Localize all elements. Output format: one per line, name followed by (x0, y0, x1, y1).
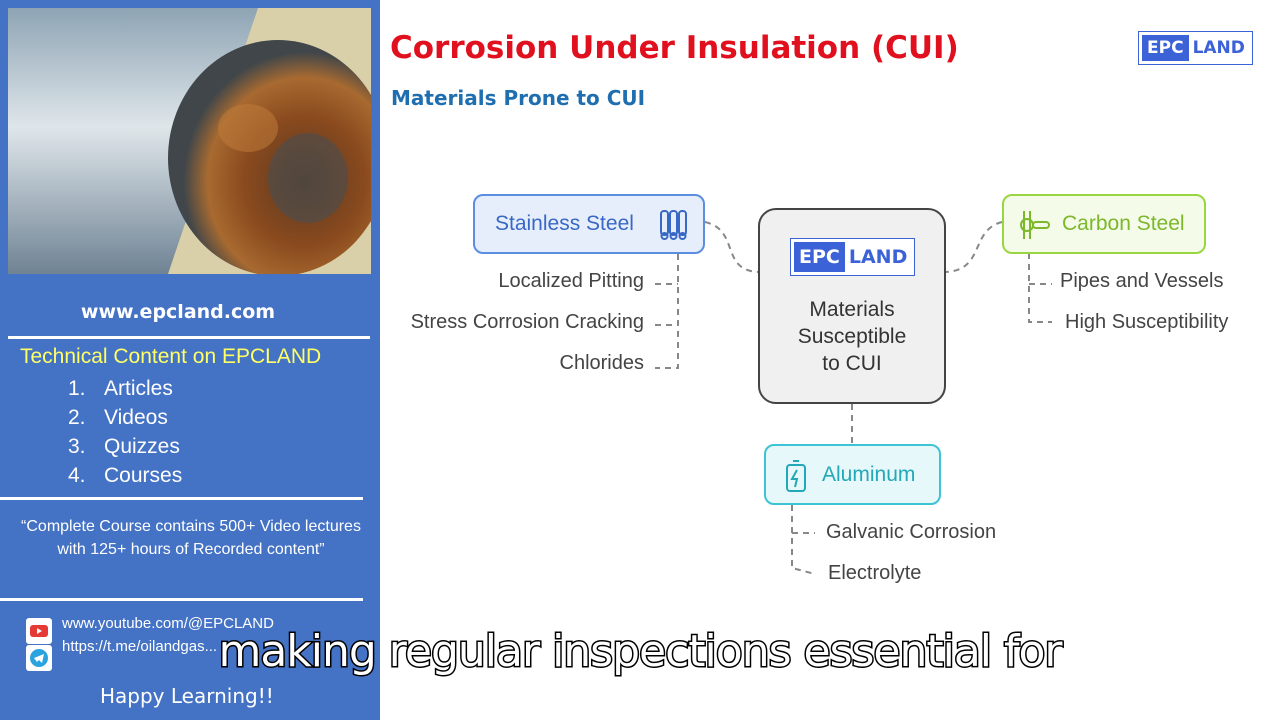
stainless-steel-node: Stainless Steel (473, 194, 705, 254)
youtube-link[interactable]: www.youtube.com/@EPCLAND (62, 615, 274, 632)
stainless-item: Chlorides (559, 352, 644, 374)
pipes-icon (657, 208, 691, 248)
carbon-item: High Susceptibility (1065, 311, 1229, 333)
telegram-icon[interactable] (26, 645, 52, 671)
list-item: 1.Articles (68, 377, 173, 400)
aluminum-item: Galvanic Corrosion (826, 521, 997, 543)
video-caption: making regular inspections essential for (217, 625, 1064, 679)
happy-learning-text: Happy Learning!! (100, 684, 274, 708)
aluminum-label: Aluminum (822, 462, 916, 486)
list-item: 2.Videos (68, 406, 168, 429)
divider (0, 497, 363, 500)
carbon-steel-node: Carbon Steel (1002, 194, 1206, 254)
carbon-item: Pipes and Vessels (1060, 270, 1224, 292)
center-label: Materials Susceptible to CUI (797, 298, 907, 375)
content-list: 1.Articles 2.Videos 3.Quizzes 4.Courses (68, 374, 182, 490)
telegram-link[interactable]: https://t.me/oilandgas... (62, 638, 218, 655)
corroded-pipe-photo (8, 8, 371, 274)
website-url[interactable]: www.epcland.com (80, 301, 276, 323)
divider (0, 598, 363, 601)
page-subtitle: Materials Prone to CUI (391, 86, 646, 110)
stainless-steel-label: Stainless Steel (495, 212, 634, 235)
stainless-item: Stress Corrosion Cracking (410, 311, 644, 333)
list-item: 3.Quizzes (68, 435, 180, 458)
divider (8, 336, 370, 339)
stainless-item: Localized Pitting (498, 270, 644, 292)
sidebar: www.epcland.com Technical Content on EPC… (0, 0, 380, 720)
page-title: Corrosion Under Insulation (CUI) (390, 30, 959, 66)
aluminum-item: Electrolyte (828, 562, 922, 584)
battery-icon (784, 458, 808, 500)
list-item: 4.Courses (68, 464, 183, 487)
technical-content-title: Technical Content on EPCLAND (20, 345, 322, 368)
youtube-icon[interactable] (26, 618, 52, 644)
carbon-steel-label: Carbon Steel (1062, 212, 1185, 235)
course-quote: “Complete Course contains 500+ Video lec… (21, 518, 361, 558)
aluminum-node: Aluminum (764, 444, 941, 505)
valve-icon (1016, 209, 1052, 247)
